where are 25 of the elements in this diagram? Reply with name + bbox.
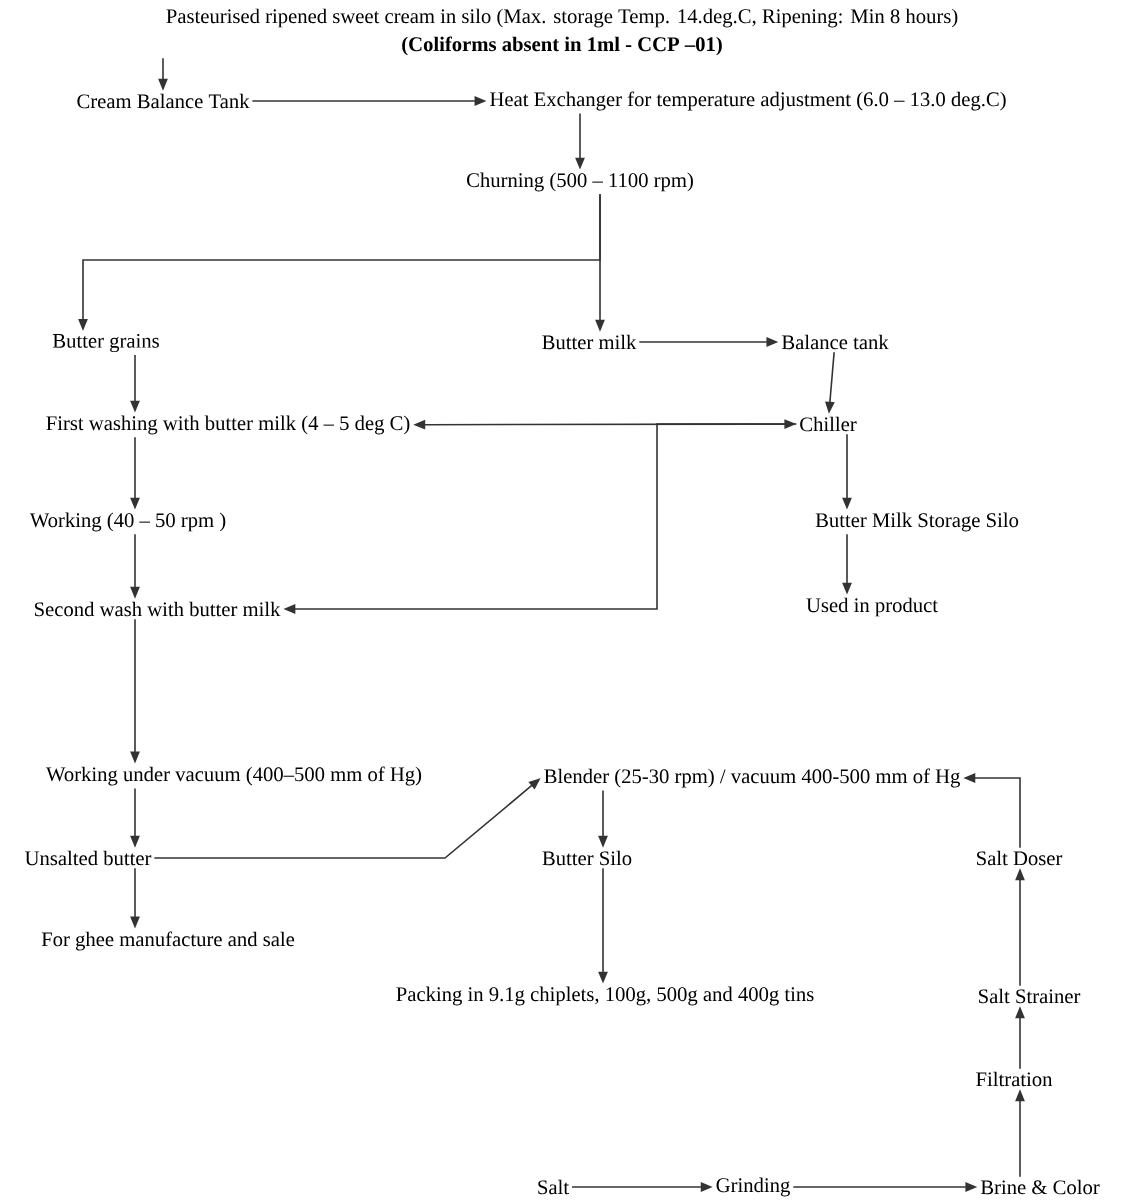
step-text: Chiller <box>800 416 857 432</box>
step-text: Butter milk <box>542 334 637 350</box>
step-text: For ghee manufacture and sale <box>41 931 295 951</box>
step-text: Salt Strainer <box>979 988 1081 1004</box>
step-text: Second wash with butter milk <box>34 601 281 617</box>
step-text: Salt <box>538 1179 569 1195</box>
step-text: Filtration <box>976 1071 1053 1087</box>
step-text: Churning (500 – 1100 rpm) <box>467 172 693 192</box>
step-text: Working (40 – 50 rpm ) <box>29 512 226 532</box>
step-text: Butter Silo <box>542 850 632 866</box>
step-text: Butter Milk Storage Silo <box>815 512 1019 532</box>
step-text: Packing in 9.1g chiplets, 100g, 500g and 400g tins <box>396 986 814 1006</box>
step-text: Cream Balance Tank <box>77 93 250 109</box>
step-text: Salt Doser <box>977 850 1063 866</box>
step-text: Grinding <box>716 1177 790 1197</box>
step-text: Unsalted butter <box>25 850 152 866</box>
step-text: Used in product <box>806 597 938 617</box>
step-text: Heat Exchanger for temperature adjustment (6.0 – 13.0 deg.C) <box>490 91 1006 111</box>
step-text: Butter grains <box>52 333 159 353</box>
step-text: Pasteurised ripened sweet cream in silo (Max. storage Temp. 14.deg.C, Ripening: Min 8 hours) (Coliforms absent in 1ml - CCP –01) <box>166 8 958 56</box>
step-text: First washing with butter milk (4 – 5 deg C) <box>46 415 410 435</box>
step-text: Brine & Color <box>980 1179 1100 1195</box>
step-text: Balance tank <box>781 334 889 350</box>
step-text: Blender (25-30 rpm) / vacuum 400-500 mm of Hg <box>544 768 960 788</box>
step-text: Working under vacuum (400–500 mm of Hg) <box>46 766 422 786</box>
